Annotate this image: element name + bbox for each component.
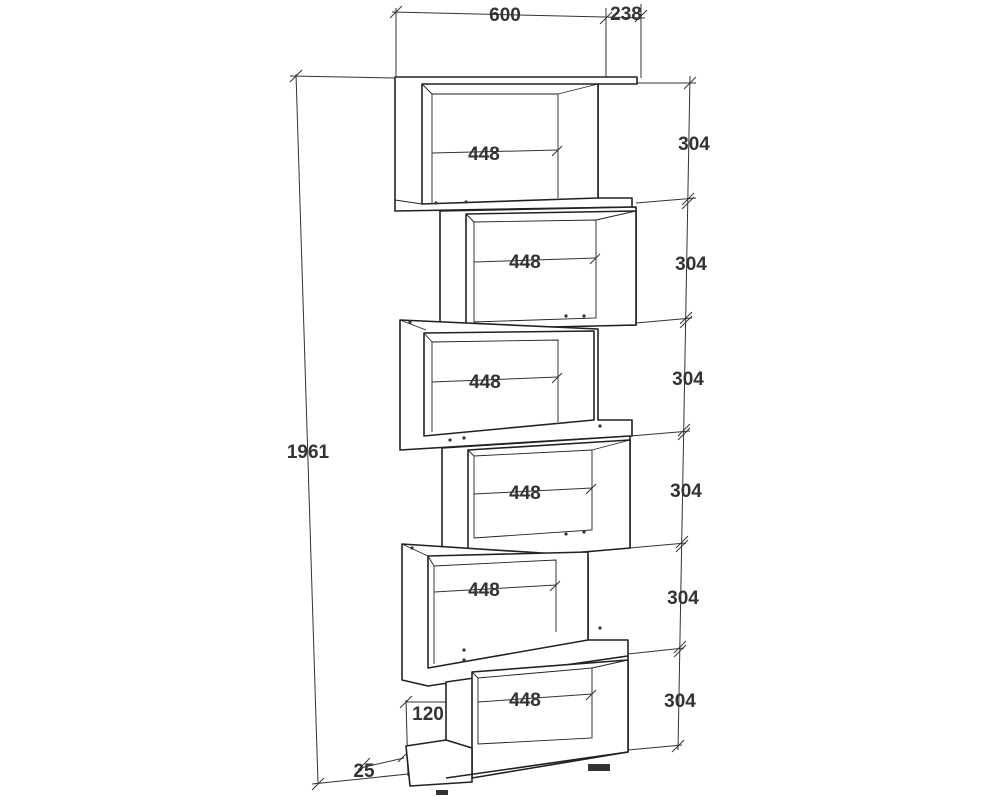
shelf-6-height-label: 304 xyxy=(664,691,696,712)
shelf-1-width-label: 448 xyxy=(468,144,500,165)
shelf-6-width-label: 448 xyxy=(509,690,541,711)
inner-width-dimension-lines xyxy=(431,145,601,703)
shelf-3-width-label: 448 xyxy=(469,372,501,393)
shelf-3-height-label: 304 xyxy=(672,369,704,390)
shelf-2-height-label: 304 xyxy=(675,254,707,275)
height-dimension-lines xyxy=(289,69,409,791)
tier-4 xyxy=(441,435,631,563)
depth-label: 238 xyxy=(610,4,642,25)
shelf-5-height-label: 304 xyxy=(667,588,699,609)
plinth-height-label: 120 xyxy=(412,704,444,725)
plinth xyxy=(405,739,629,795)
tier-3 xyxy=(399,319,633,451)
shelf-5-width-label: 448 xyxy=(468,580,500,601)
tier-5 xyxy=(401,543,629,687)
tier-6 xyxy=(445,655,629,779)
shelf-4-width-label: 448 xyxy=(509,483,541,504)
shelf-4-height-label: 304 xyxy=(670,481,702,502)
overall-height-label: 1961 xyxy=(287,442,330,463)
shelf-2-width-label: 448 xyxy=(509,252,541,273)
shelf-unit: 448 448 448 448 448 448 xyxy=(394,76,638,795)
width-label: 600 xyxy=(489,5,521,26)
shelf-height-dimension-lines xyxy=(598,75,697,753)
tier-1 xyxy=(394,76,638,212)
shelf-1-height-label: 304 xyxy=(678,134,710,155)
tier-2 xyxy=(439,206,637,330)
top-dimension-lines xyxy=(389,4,648,78)
plinth-offset-label: 25 xyxy=(353,761,375,782)
